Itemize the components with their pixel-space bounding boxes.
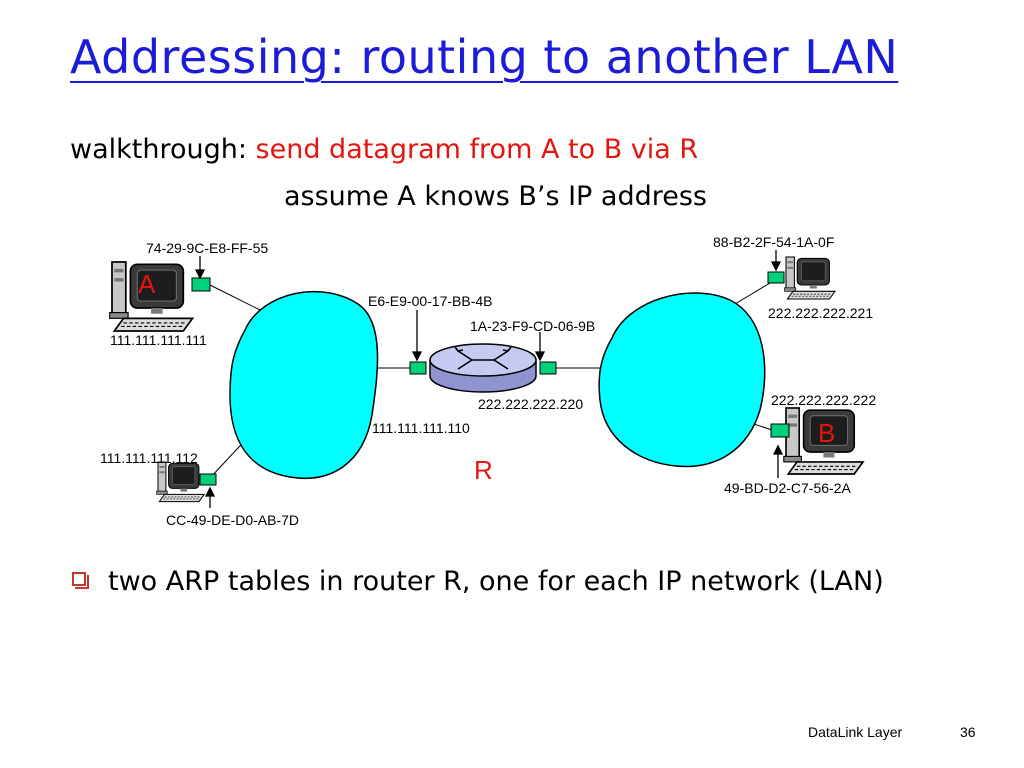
host-lower-left-interface: [199, 473, 217, 486]
router-left-interface: [409, 361, 427, 375]
host-upper-right-interface: [767, 271, 785, 284]
host-b-label: B: [818, 418, 836, 448]
footer-section: DataLink Layer: [808, 724, 903, 740]
lan-cloud-left: [229, 290, 379, 479]
host-lower-left: [156, 461, 217, 503]
router-arrows-icon: [454, 346, 512, 370]
bullet-box-icon: [72, 572, 89, 589]
host-a-interface: [191, 277, 211, 292]
walkthrough-prefix: walkthrough:: [70, 134, 247, 165]
footer-page-number: 36: [960, 724, 976, 740]
router-r: [409, 343, 557, 393]
link-lan2-host3: [729, 279, 776, 308]
router-label: R: [474, 455, 493, 485]
walkthrough-line: walkthrough: send datagram from A to B v…: [70, 134, 698, 165]
host-lower-left-ip: 111.111.111.112: [100, 450, 198, 466]
host-upper-right-ip: 222.222.222.221: [768, 305, 874, 321]
host-lower-left-mac: CC-49-DE-D0-AB-7D: [166, 512, 300, 528]
router-right-interface: [539, 361, 557, 375]
host-a: [108, 261, 211, 332]
host-b-mac: 49-BD-D2-C7-56-2A: [724, 480, 851, 496]
host-a-mac: 74-29-9C-E8-FF-55: [146, 240, 269, 256]
host-b: [770, 407, 864, 475]
lan-cloud-right: [598, 292, 766, 468]
pointer-arrows: [194, 250, 784, 508]
router-right-mac: 1A-23-F9-CD-06-9B: [470, 318, 596, 334]
router-left-ip: 111.111.111.110: [372, 420, 470, 436]
host-a-ip: 111.111.111.111: [110, 332, 207, 348]
host-a-label: A: [138, 269, 156, 299]
host-upper-right-mac: 88-B2-2F-54-1A-0F: [713, 234, 835, 250]
assumption-line: assume A knows B’s IP address: [284, 181, 707, 212]
host-b-ip: 222.222.222.222: [771, 392, 877, 408]
bullet-text: two ARP tables in router R, one for each…: [108, 566, 884, 597]
router-left-mac: E6-E9-00-17-BB-4B: [368, 293, 493, 309]
host-upper-right: [767, 256, 836, 300]
slide-title: Addressing: routing to another LAN: [70, 30, 899, 84]
router-right-ip: 222.222.222.220: [478, 396, 584, 412]
walkthrough-highlight: send datagram from A to B via R: [255, 134, 699, 165]
host-b-interface: [770, 423, 790, 438]
